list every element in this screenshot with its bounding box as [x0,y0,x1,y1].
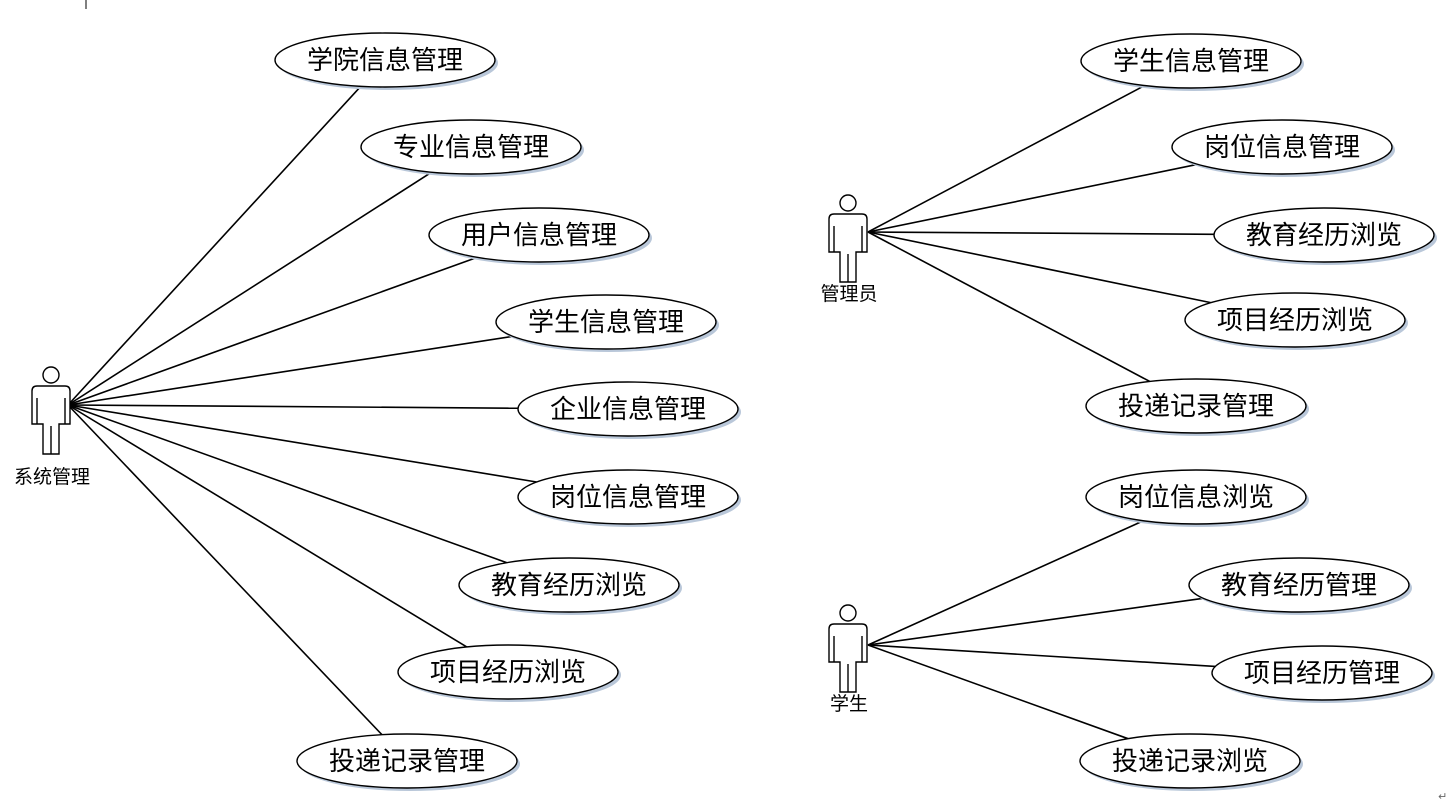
use-case-ellipse [495,294,717,350]
use-case-label: 岗位信息管理 [1204,133,1360,163]
use-case-ellipse [517,381,739,437]
association-line [67,404,383,736]
actor-name: 系统管理 [14,466,90,488]
association-line [67,404,508,564]
use-case-ellipse [428,207,650,263]
use-case-label: 学生信息管理 [528,308,684,338]
use-case-ellipse [1079,733,1301,789]
use-case-ellipse [296,733,518,789]
use-case-label: 教育经历浏览 [491,571,647,601]
actor-figure [828,194,868,283]
use-case-label: 投递记录浏览 [1112,747,1268,777]
use-case-label: 投递记录管理 [329,747,485,777]
use-case: 投递记录管理 [296,733,520,791]
use-case-ellipse [1213,207,1435,263]
use-case-ellipse [458,557,680,613]
use-case-label: 用户信息管理 [461,221,617,251]
association-line [867,644,1129,740]
association-line [867,519,1144,646]
use-case: 用户信息管理 [428,207,652,265]
use-case-ellipse [1085,378,1307,434]
association-line [867,231,1215,236]
use-case: 项目经历管理 [1211,645,1435,703]
use-case: 投递记录管理 [1085,378,1309,436]
association-line [67,404,537,483]
use-case-ellipse [1184,292,1406,348]
actor-head [42,366,60,384]
association-line [67,85,362,406]
actor-body [31,385,71,455]
actor-body [828,623,868,693]
use-case-label: 专业信息管理 [393,133,549,163]
use-case-ellipse [1171,119,1393,175]
use-case: 项目经历浏览 [397,644,621,702]
association-line [67,256,478,406]
actor-figure [31,366,71,455]
association-line [867,231,1151,383]
use-case-label: 教育经历浏览 [1246,221,1402,251]
association-line [867,231,1211,304]
use-case-label: 学生信息管理 [1113,47,1269,77]
use-case: 岗位信息管理 [1171,119,1395,177]
use-case-label: 投递记录管理 [1118,392,1274,422]
association-line [867,163,1198,233]
use-case: 投递记录浏览 [1079,733,1303,791]
use-case-label: 项目经历管理 [1244,659,1400,689]
association-line [867,644,1216,668]
association-lines [67,84,1216,740]
association-line [867,84,1146,233]
association-line [67,404,468,648]
actor-head [839,604,857,622]
use-case: 岗位信息管理 [517,469,741,527]
use-case-label: 学院信息管理 [307,46,463,76]
use-case: 学院信息管理 [274,32,498,90]
use-case-label: 教育经历管理 [1221,571,1377,601]
use-case: 教育经历浏览 [458,557,682,615]
use-case: 企业信息管理 [517,381,741,439]
use-case-label: 岗位信息管理 [550,483,706,513]
use-case: 专业信息管理 [360,119,584,177]
use-cases: 学院信息管理专业信息管理用户信息管理学生信息管理企业信息管理岗位信息管理教育经历… [274,32,1437,791]
use-case-ellipse [1080,33,1302,89]
use-case: 项目经历浏览 [1184,292,1408,350]
use-case: 学生信息管理 [495,294,719,352]
use-case: 学生信息管理 [1080,33,1304,91]
use-case-ellipse [517,469,739,525]
paragraph-mark: ↵ [1438,790,1447,803]
use-case-label: 项目经历浏览 [430,658,586,688]
use-case-ellipse [1211,645,1433,701]
actor-name: 管理员 [820,283,877,305]
use-case-ellipse [1085,469,1307,525]
association-line [867,597,1204,646]
use-case-ellipse [274,32,496,88]
actor-figure [828,604,868,693]
use-case-ellipse [360,119,582,175]
association-line [67,335,513,406]
association-line [67,171,433,406]
association-line [67,404,519,410]
use-case-ellipse [397,644,619,700]
use-case-label: 项目经历浏览 [1217,306,1373,336]
use-case: 教育经历管理 [1188,557,1412,615]
actor-head [839,194,857,212]
actor-body [828,213,868,283]
use-case-label: 企业信息管理 [550,395,706,425]
use-case: 教育经历浏览 [1213,207,1437,265]
use-case: 岗位信息浏览 [1085,469,1309,527]
actor-name: 学生 [830,693,868,715]
use-case-label: 岗位信息浏览 [1118,483,1274,513]
use-case-ellipse [1188,557,1410,613]
